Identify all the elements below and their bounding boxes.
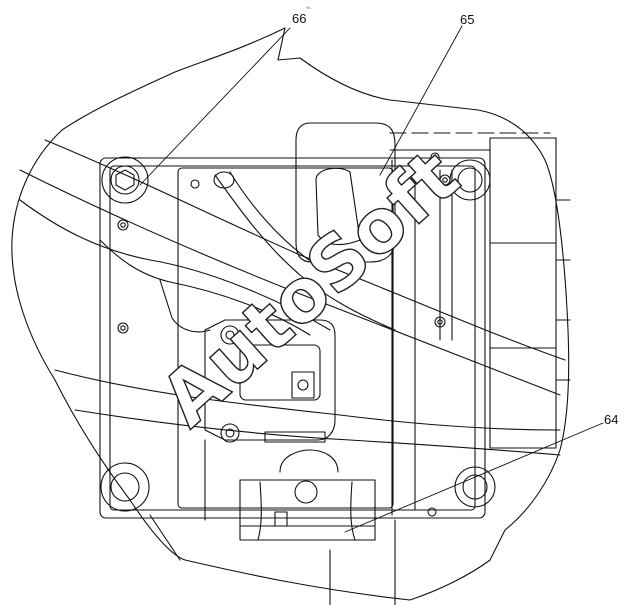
top-mark: %.. [306,5,312,10]
leader-64 [344,422,604,533]
cutaway-outline [11,27,570,601]
cover-plate [295,122,396,263]
bolt-bottom-left [100,462,150,512]
leader-66 [139,27,291,186]
right-module [489,137,557,244]
callout-66: 66 [292,11,306,26]
clip-bracket [239,449,376,541]
bolt-top-left [101,156,149,204]
connector-block [204,319,336,443]
leader-65 [379,25,463,176]
bolt-bottom-right [454,466,496,508]
callout-64: 64 [604,412,618,427]
ecu-housing [99,157,486,519]
callout-65: 65 [460,12,474,27]
